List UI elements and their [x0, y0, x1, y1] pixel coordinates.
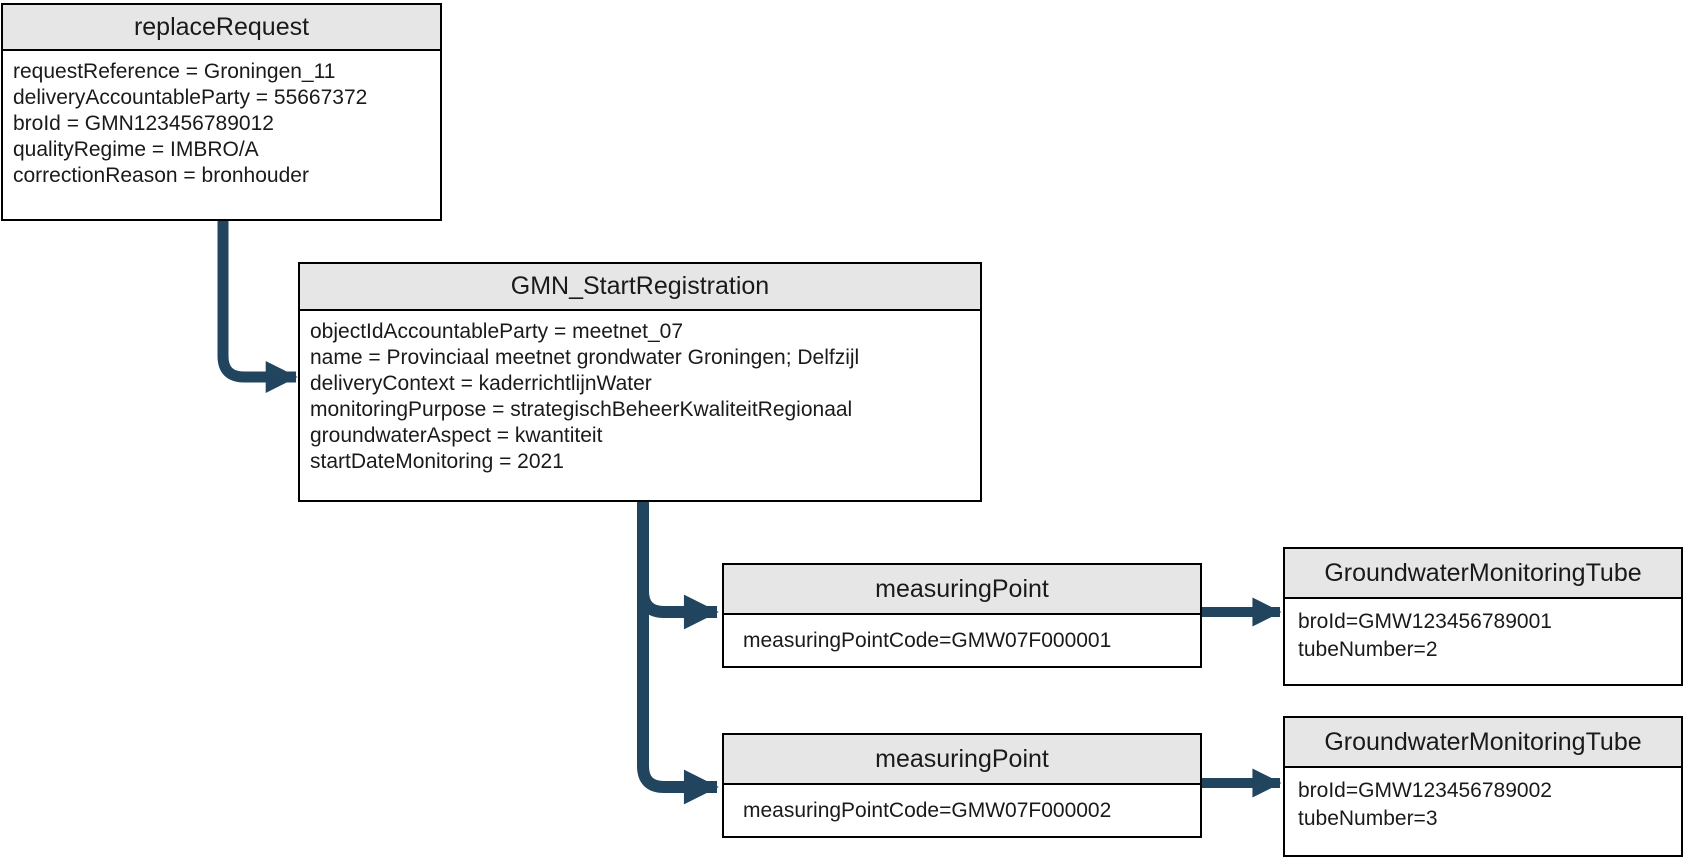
node-replace-request-attributes: requestReference = Groningen_11 deliveryA… [3, 51, 440, 219]
node-replace-request-title: replaceRequest [3, 5, 440, 51]
node-measuring-point-1-attributes: measuringPointCode=GMW07F000001 [724, 615, 1200, 666]
attribute-line: measuringPointCode=GMW07F000001 [743, 628, 1112, 652]
node-gmn-start-registration-title: GMN_StartRegistration [300, 264, 980, 311]
attribute-line: deliveryContext = kaderrichtlijnWater [310, 372, 652, 395]
node-groundwater-monitoring-tube-2-attributes: broId=GMW123456789002 tubeNumber=3 [1285, 768, 1681, 855]
node-groundwater-monitoring-tube-1: GroundwaterMonitoringTube broId=GMW12345… [1283, 547, 1683, 686]
connector-gmn-to-measuringpoint-2 [637, 501, 719, 805]
attribute-line: deliveryAccountableParty = 55667372 [13, 86, 368, 109]
node-groundwater-monitoring-tube-1-title: GroundwaterMonitoringTube [1285, 549, 1681, 599]
attribute-line: monitoringPurpose = strategischBeheerKwa… [310, 398, 853, 421]
attribute-line: objectIdAccountableParty = meetnet_07 [310, 320, 683, 343]
attribute-line: name = Provinciaal meetnet grondwater Gr… [310, 346, 860, 369]
node-measuring-point-2-title: measuringPoint [724, 735, 1200, 785]
attribute-line: broId=GMW123456789002 [1298, 779, 1552, 802]
node-groundwater-monitoring-tube-2-title: GroundwaterMonitoringTube [1285, 718, 1681, 768]
node-measuring-point-2: measuringPoint measuringPointCode=GMW07F… [722, 733, 1202, 838]
attribute-line: qualityRegime = IMBRO/A [13, 138, 259, 161]
node-replace-request: replaceRequest requestReference = Gronin… [1, 3, 442, 221]
node-measuring-point-2-attributes: measuringPointCode=GMW07F000002 [724, 785, 1200, 836]
attribute-line: correctionReason = bronhouder [13, 164, 309, 187]
attribute-line: measuringPointCode=GMW07F000002 [743, 798, 1112, 822]
node-groundwater-monitoring-tube-1-attributes: broId=GMW123456789001 tubeNumber=2 [1285, 599, 1681, 684]
attribute-line: broId=GMW123456789001 [1298, 610, 1552, 633]
attribute-line: startDateMonitoring = 2021 [310, 450, 564, 473]
node-measuring-point-1-title: measuringPoint [724, 565, 1200, 615]
attribute-line: tubeNumber=3 [1298, 807, 1438, 830]
attribute-line: broId = GMN123456789012 [13, 112, 274, 135]
node-measuring-point-1: measuringPoint measuringPointCode=GMW07F… [722, 563, 1202, 668]
attribute-line: groundwaterAspect = kwantiteit [310, 424, 603, 447]
connector-replacerequest-to-gmn [217, 221, 298, 393]
attribute-line: requestReference = Groningen_11 [13, 60, 336, 83]
attribute-line: tubeNumber=2 [1298, 638, 1438, 661]
node-gmn-start-registration: GMN_StartRegistration objectIdAccountabl… [298, 262, 982, 502]
connector-gmn-to-measuringpoint-1 [637, 568, 719, 630]
node-groundwater-monitoring-tube-2: GroundwaterMonitoringTube broId=GMW12345… [1283, 716, 1683, 857]
